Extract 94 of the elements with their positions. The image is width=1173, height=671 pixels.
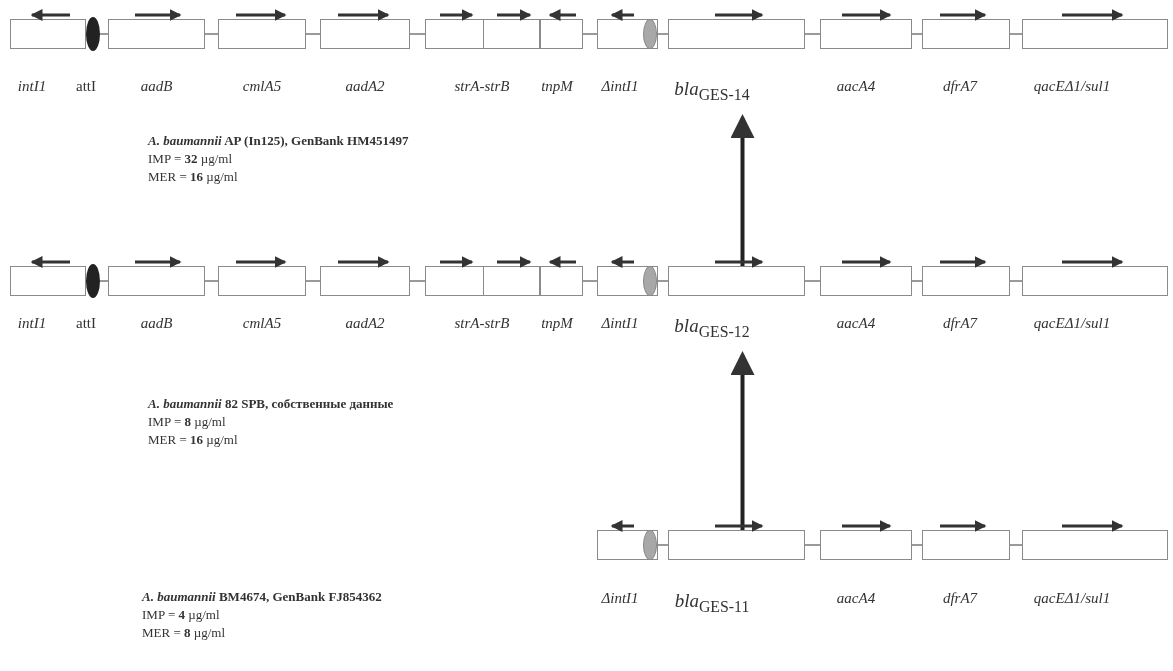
gene-label: qacEΔ1/sul1	[1033, 590, 1111, 607]
gene-box	[540, 266, 583, 296]
mic-value: IMP = 32 µg/ml	[148, 150, 233, 168]
gene-box	[1022, 19, 1168, 49]
backbone-line	[409, 33, 426, 35]
gene-label: intI1	[17, 78, 47, 95]
gene-box	[820, 19, 912, 49]
gene-label: qacEΔ1/sul1	[1033, 78, 1111, 95]
gene-box	[218, 266, 306, 296]
backbone-line	[656, 280, 669, 282]
gene-label: ΔintI1	[601, 78, 639, 95]
backbone-line	[204, 280, 219, 282]
attachment-site-oval	[86, 264, 100, 298]
backbone-line	[1009, 544, 1023, 546]
backbone-line	[582, 280, 598, 282]
gene-label: aadB	[140, 315, 173, 332]
gene-label: dfrA7	[942, 315, 978, 332]
gene-box	[922, 266, 1010, 296]
gene-label: aadA2	[345, 78, 385, 95]
gene-box	[668, 19, 805, 49]
backbone-line	[656, 544, 669, 546]
gene-box	[320, 266, 410, 296]
gene-box	[597, 266, 658, 296]
backbone-line	[804, 33, 821, 35]
mic-value: MER = 16 µg/ml	[148, 168, 238, 186]
gene-label: cmlA5	[242, 78, 282, 95]
backbone-line	[409, 280, 426, 282]
backbone-line	[204, 33, 219, 35]
gene-box	[10, 19, 86, 49]
backbone-line	[99, 33, 109, 35]
gene-label: attI	[76, 78, 96, 95]
gene-box	[668, 266, 805, 296]
gene-label: tnpM	[541, 315, 573, 332]
strain-caption: A. baumannii 82 SPB, собственные данные	[148, 395, 394, 413]
attachment-site-oval	[86, 17, 100, 51]
arrow	[730, 114, 755, 266]
gene-label: bla$_{GES-12}$	[674, 315, 750, 341]
gene-label: attI	[76, 315, 96, 332]
backbone-line	[99, 280, 109, 282]
gene-label: strA-strB	[454, 78, 510, 95]
gene-label: aacA4	[836, 315, 876, 332]
gene-box	[597, 530, 658, 560]
gene-label: aacA4	[836, 78, 876, 95]
backbone-line	[582, 33, 598, 35]
backbone-line	[911, 33, 923, 35]
gene-label: strA-strB	[454, 315, 510, 332]
gene-label: cmlA5	[242, 315, 282, 332]
gene-label: aadA2	[345, 315, 385, 332]
gene-label: aacA4	[836, 590, 876, 607]
gene-label: ΔintI1	[601, 590, 639, 607]
attachment-site-oval	[642, 265, 657, 296]
gene-label: bla$_{GES-11}$	[674, 590, 750, 616]
strain-caption: A. baumannii AP (In125), GenBank HM451497	[148, 132, 409, 150]
backbone-line	[1009, 33, 1023, 35]
gene-box	[820, 266, 912, 296]
gene-box	[218, 19, 306, 49]
gene-box	[1022, 266, 1168, 296]
gene-box	[108, 19, 205, 49]
backbone-line	[656, 33, 669, 35]
gene-label: qacEΔ1/sul1	[1033, 315, 1111, 332]
mic-value: IMP = 4 µg/ml	[142, 606, 220, 624]
gene-label: ΔintI1	[601, 315, 639, 332]
backbone-line	[911, 280, 923, 282]
gene-box	[668, 530, 805, 560]
backbone-line	[1009, 280, 1023, 282]
mic-value: MER = 16 µg/ml	[148, 431, 238, 449]
attachment-site-oval	[642, 18, 657, 49]
gene-box	[540, 19, 583, 49]
mic-value: MER = 8 µg/ml	[142, 624, 226, 642]
gene-label: dfrA7	[942, 590, 978, 607]
gene-box	[922, 530, 1010, 560]
gene-label: dfrA7	[942, 78, 978, 95]
gene-box	[1022, 530, 1168, 560]
gene-box	[320, 19, 410, 49]
gene-box	[425, 266, 540, 296]
gene-box	[820, 530, 912, 560]
gene-box	[10, 266, 86, 296]
backbone-line	[305, 33, 321, 35]
mic-value: IMP = 8 µg/ml	[148, 413, 226, 431]
attachment-site-oval	[642, 529, 657, 560]
gene-box	[922, 19, 1010, 49]
gene-label: bla$_{GES-14}$	[674, 78, 750, 104]
backbone-line	[804, 280, 821, 282]
gene-box	[597, 19, 658, 49]
backbone-line	[911, 544, 923, 546]
gene-box	[425, 19, 540, 49]
strain-caption: A. baumannii BM4674, GenBank FJ854362	[142, 588, 382, 606]
gene-box	[108, 266, 205, 296]
arrow	[730, 351, 755, 530]
gene-label: aadB	[140, 78, 173, 95]
gene-label: tnpM	[541, 78, 573, 95]
gene-label: intI1	[17, 315, 47, 332]
backbone-line	[305, 280, 321, 282]
backbone-line	[804, 544, 821, 546]
